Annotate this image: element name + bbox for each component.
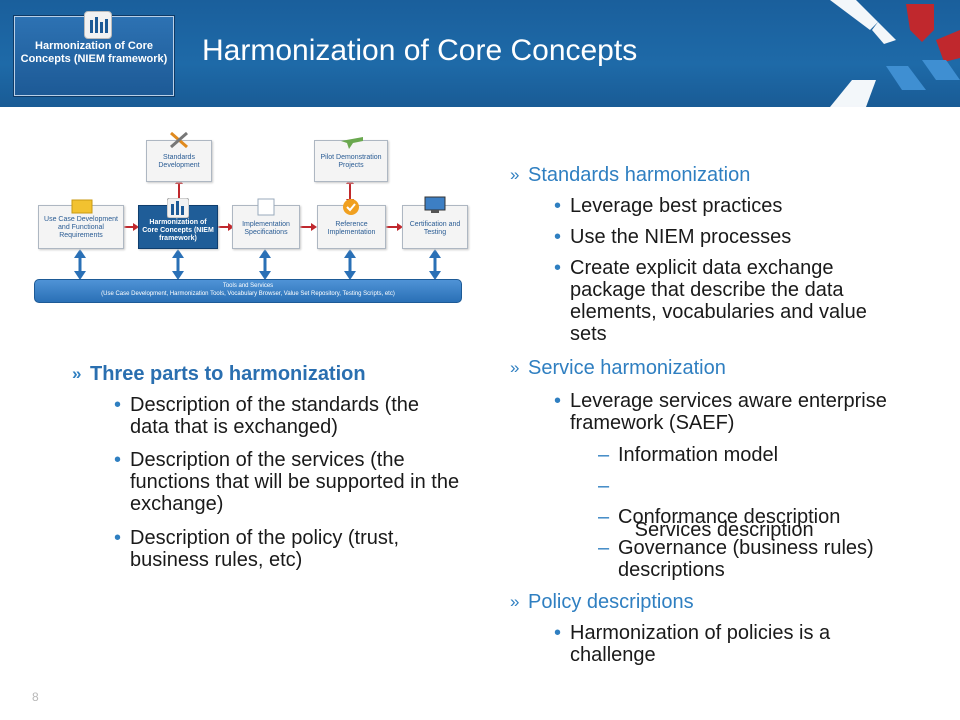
badge-label: Harmonization of Core Concepts (NIEM fra… [20,40,168,65]
standards-heading: » Standards harmonization [510,164,751,186]
certification-box: Certification and Testing [402,196,468,249]
page-title: Harmonization of Core Concepts [202,34,638,67]
service-sub-4: – Governance (business rules) descriptio… [598,537,874,581]
left-heading: » Three parts to harmonization [72,363,366,385]
folder-icon [71,199,93,214]
implementation-specs-box: Implementation Specifications [232,198,300,249]
tools-services-bar: Tools and Services (Use Case Development… [34,279,462,303]
service-sub-3: – Conformance description [598,506,841,528]
reference-impl-box: Reference Implementation [317,199,386,249]
framework-badge: Harmonization of Core Concepts (NIEM fra… [14,11,174,96]
service-sub-1: – Information model [598,444,779,466]
standards-item-1: • Leverage best practices [554,195,783,217]
service-sub-2: – Services description [598,475,814,541]
tools-list: (Use Case Development, Harmonization Too… [101,291,395,297]
left-item-2: • Description of the services (the funct… [114,449,460,515]
chart-icon [167,198,189,218]
pilot-projects-box: Pilot Demonstration Projects [314,137,388,182]
service-heading: » Service harmonization [510,357,726,379]
brand-logo-icon [830,0,960,107]
left-item-3: • Description of the policy (trust, busi… [114,527,399,571]
checkmark-icon [343,199,359,215]
document-icon [257,198,275,216]
policy-heading: » Policy descriptions [510,591,694,613]
standards-item-2: • Use the NIEM processes [554,226,792,248]
use-case-box: Use Case Development and Functional Requ… [38,199,124,249]
harmonization-box: Harmonization of Core Concepts (NIEM fra… [138,198,218,249]
monitor-icon [424,196,446,213]
standards-item-3: • Create explicit data exchange package … [554,257,867,345]
page-number: 8 [32,690,39,704]
policy-item: • Harmonization of policies is a challen… [554,622,831,666]
tools-title: Tools and Services [222,283,274,289]
service-item: • Leverage services aware enterprise fra… [554,390,887,434]
chart-icon [84,11,112,39]
standards-development-box: Standards Development [146,131,212,182]
plane-icon [341,137,363,149]
tools-icon [170,131,188,149]
left-item-1: • Description of the standards (the data… [114,394,420,438]
